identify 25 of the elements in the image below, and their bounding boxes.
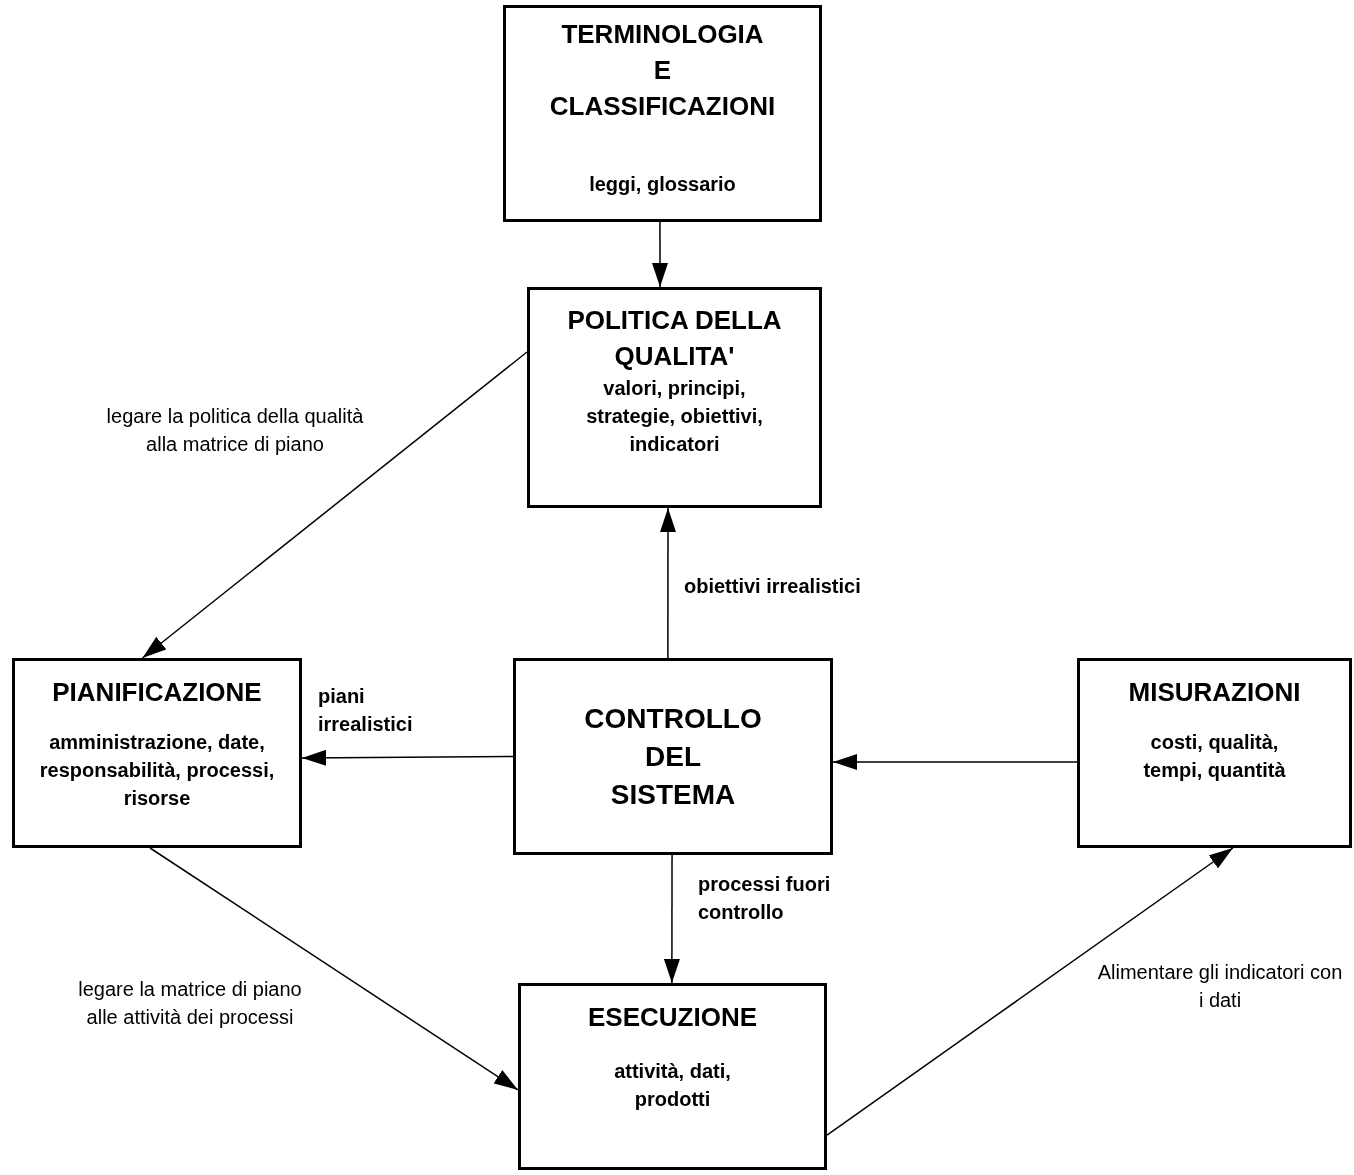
box-description: valori, principi, strategie, obiettivi, indicatori <box>585 376 764 457</box>
arrow <box>141 351 528 659</box>
box-heading: POLITICA DELLA QUALITA' <box>566 304 783 373</box>
box-description: leggi, glossario <box>589 172 736 197</box>
process-box <box>527 287 822 508</box>
box-heading: PIANIFICAZIONE <box>52 676 262 709</box>
box-description: attività, dati, prodotti <box>613 1059 732 1112</box>
process-box <box>503 5 822 222</box>
arrow <box>149 847 519 1091</box>
arrow <box>652 221 668 288</box>
box-heading: CONTROLLO DEL SISTEMA <box>583 701 763 812</box>
box-heading: MISURAZIONI <box>1128 676 1301 709</box>
box-heading: TERMINOLOGIA E CLASSIFICAZIONI <box>548 18 777 123</box>
process-box <box>1077 658 1352 848</box>
box-description: costi, qualità, tempi, quantità <box>1142 730 1287 783</box>
process-box <box>513 658 833 855</box>
arrow <box>301 749 514 766</box>
box-heading: ESECUZIONE <box>588 1001 757 1034</box>
process-box <box>518 983 827 1170</box>
process-box <box>12 658 302 848</box>
arrow <box>663 854 680 984</box>
arrow <box>660 507 676 659</box>
arrow <box>832 754 1078 770</box>
arrow <box>826 847 1234 1136</box>
box-description: amministrazione, date, responsabilità, processi, risorse <box>38 730 276 811</box>
